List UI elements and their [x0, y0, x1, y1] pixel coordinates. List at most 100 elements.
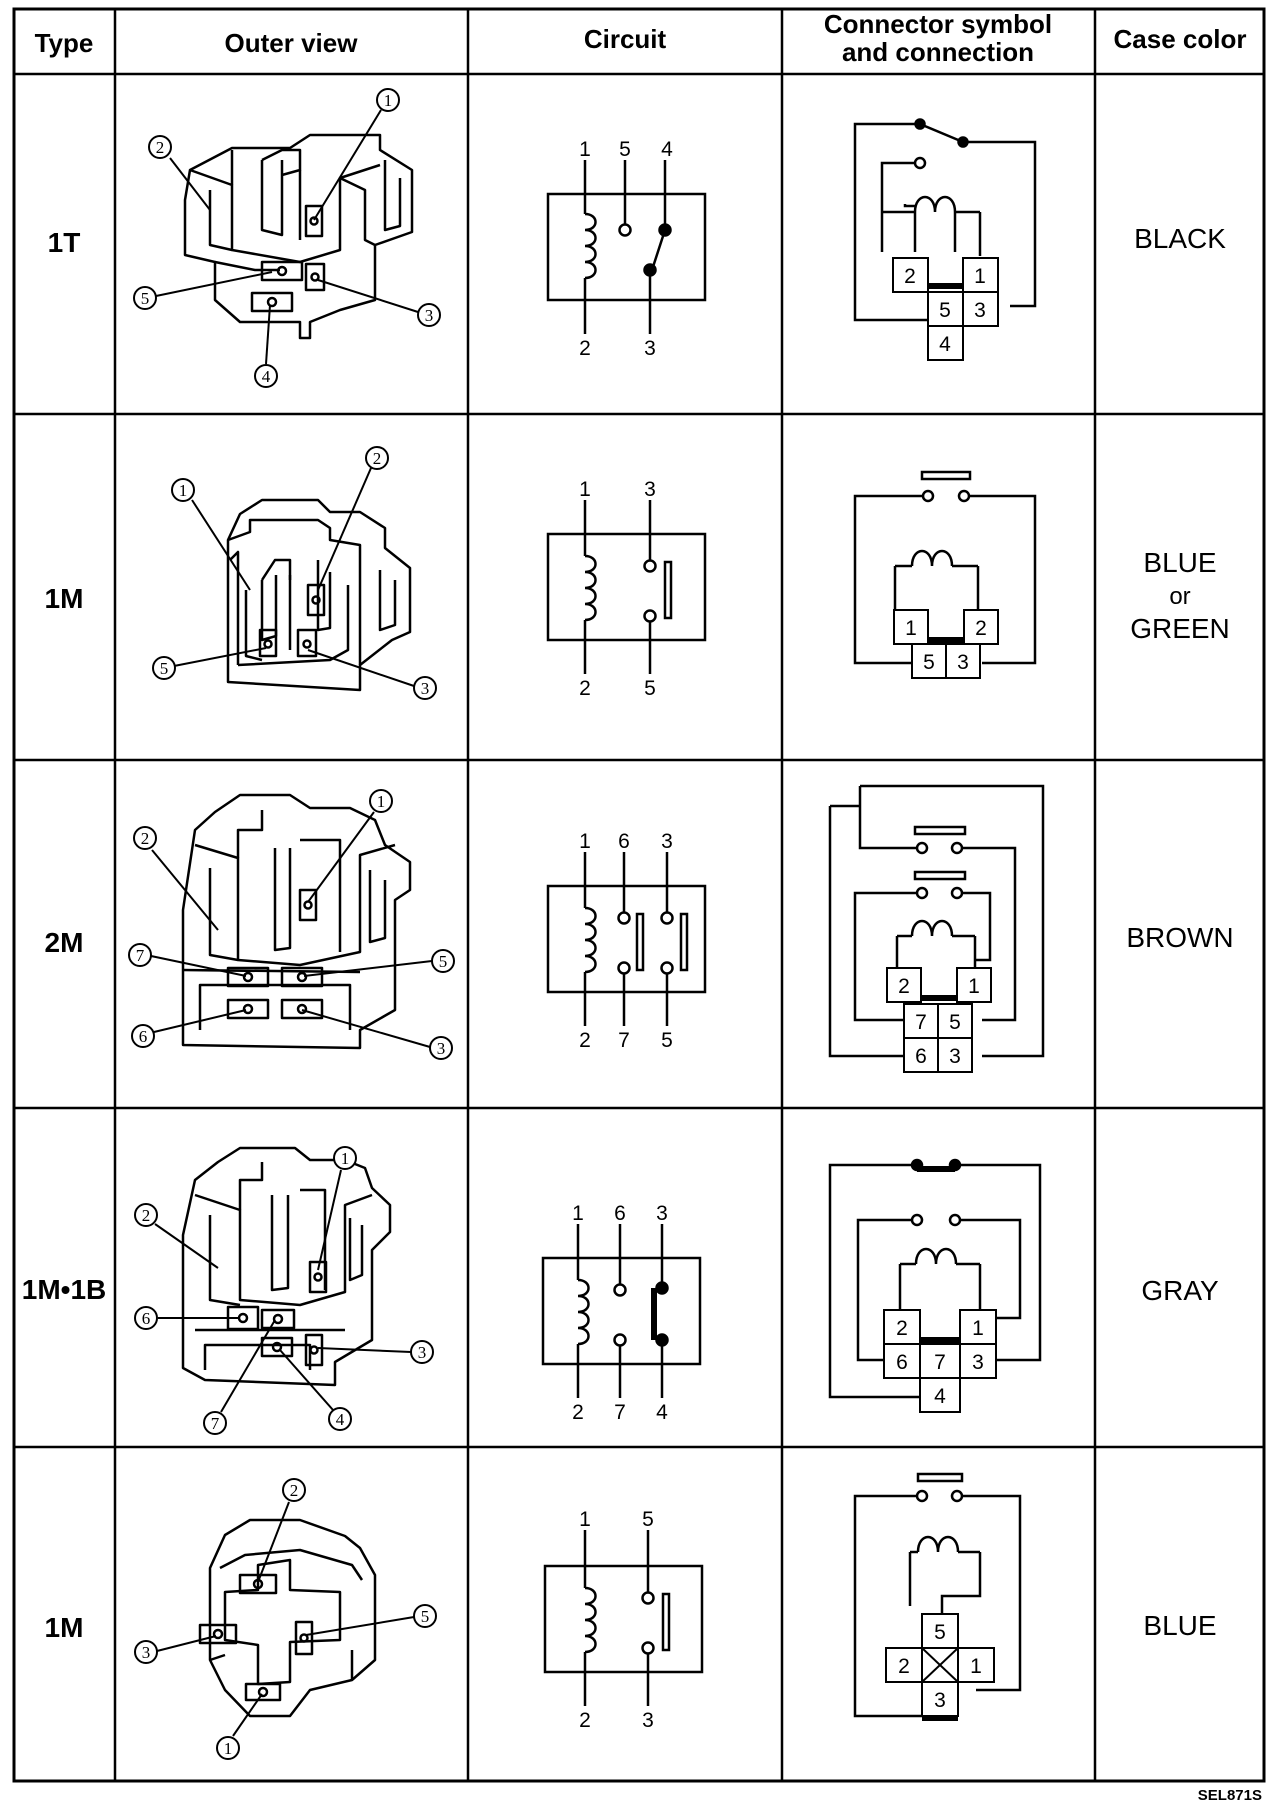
- row-1-circuit: [546, 160, 707, 334]
- row-4-conn-pin-2: 2: [896, 1317, 908, 1340]
- row-4-outer-label-4: 4: [336, 1410, 345, 1429]
- type-column: 1T 1M 2M 1M•1B 1M: [22, 227, 107, 1643]
- row-4-circuit-top-3: 3: [656, 1202, 668, 1225]
- row-1-circuit-labels: 1 5 4 2 3: [579, 138, 673, 360]
- row-1-outer-label-3: 3: [425, 306, 434, 325]
- row-1-conn-pin-4: 4: [939, 333, 951, 356]
- case-color-column: BLACK BLUE or GREEN BROWN GRAY BLUE: [1126, 223, 1233, 1641]
- row-4-outer-label-1: 1: [341, 1149, 350, 1168]
- row-5-circuit-top-5: 5: [642, 1508, 654, 1531]
- row-3-circuit: [546, 852, 707, 1026]
- row-4-outer-label-3: 3: [418, 1343, 427, 1362]
- row-4-connector-pin-labels: 2 1 6 7 3 4: [896, 1317, 984, 1408]
- row-2-type: 1M: [45, 583, 84, 614]
- row-2-conn-pin-3: 3: [957, 651, 969, 674]
- row-2-circuit-bottom-2: 2: [579, 677, 591, 700]
- row-2-connector: [853, 470, 1037, 665]
- row-3-circuit-top-3: 3: [661, 830, 673, 853]
- row-1-outer-label-2: 2: [156, 138, 165, 157]
- row-3-connector: [828, 784, 1045, 1058]
- row-2-outer-view-labels: 2 1 5 3: [152, 446, 437, 700]
- row-3-circuit-bottom-5: 5: [661, 1029, 673, 1052]
- row-1-connector: [853, 118, 1037, 322]
- row-3-conn-pin-3: 3: [949, 1045, 961, 1068]
- row-4-circuit-bottom-7: 7: [614, 1401, 626, 1424]
- row-1-circuit-top-5: 5: [619, 138, 631, 161]
- row-5-circuit-top-1: 1: [579, 1508, 591, 1531]
- row-1-conn-pin-3: 3: [974, 299, 986, 322]
- row-5-outer-label-1: 1: [224, 1739, 233, 1758]
- row-3-circuit-top-1: 1: [579, 830, 591, 853]
- row-4-case-color: GRAY: [1141, 1275, 1219, 1306]
- row-4-conn-pin-7: 7: [934, 1351, 946, 1374]
- row-5-case-color: BLUE: [1143, 1610, 1216, 1641]
- row-4-circuit-labels: 1 6 3 2 7 4: [572, 1202, 668, 1424]
- row-1-circuit-bottom-3: 3: [644, 337, 656, 360]
- row-2-outer-label-5: 5: [160, 659, 169, 678]
- row-4-circuit-top-6: 6: [614, 1202, 626, 1225]
- row-5-conn-pin-5: 5: [934, 1621, 946, 1644]
- row-4-type: 1M•1B: [22, 1274, 107, 1305]
- row-3-outer-label-5: 5: [439, 952, 448, 971]
- row-5-outer-view-labels: 2 5 3 1: [134, 1478, 437, 1760]
- row-4-circuit-bottom-2: 2: [572, 1401, 584, 1424]
- row-5-outer-label-5: 5: [421, 1607, 430, 1626]
- row-2-outer-label-2: 2: [373, 449, 382, 468]
- row-4-outer-view: [181, 1146, 392, 1387]
- figure-code: SEL871S: [1198, 1787, 1262, 1804]
- row-4-conn-pin-4: 4: [934, 1385, 946, 1408]
- row-5-conn-pin-2: 2: [898, 1655, 910, 1678]
- row-1-outer-label-1: 1: [384, 91, 393, 110]
- row-5-circuit-labels: 1 5 2 3: [579, 1508, 654, 1732]
- row-1-outer-view: [183, 133, 414, 340]
- row-4-outer-label-7: 7: [211, 1414, 220, 1433]
- row-3-circuit-labels: 1 6 3 2 7 5: [579, 830, 673, 1052]
- row-5-circuit: [543, 1530, 704, 1706]
- row-2-case-color-line3: GREEN: [1130, 613, 1230, 644]
- row-4-circuit: [541, 1224, 702, 1398]
- table-header: Type Outer view Circuit Connector symbol…: [35, 9, 1247, 67]
- row-1-conn-pin-1: 1: [974, 265, 986, 288]
- row-2-outer-view: [226, 498, 412, 692]
- row-5-outer-label-3: 3: [142, 1643, 151, 1662]
- row-1-conn-pin-5: 5: [939, 299, 951, 322]
- header-type: Type: [35, 28, 94, 58]
- row-5-connector: [853, 1472, 1022, 1718]
- row-3-outer-label-1: 1: [377, 792, 386, 811]
- row-2-outer-label-3: 3: [421, 679, 430, 698]
- row-2-conn-pin-1: 1: [905, 617, 917, 640]
- row-2-circuit-top-1: 1: [579, 478, 591, 501]
- row-2-circuit-labels: 1 3 2 5: [579, 478, 656, 700]
- row-1-type: 1T: [48, 227, 81, 258]
- row-4-outer-label-2: 2: [142, 1206, 151, 1225]
- row-3-circuit-bottom-2: 2: [579, 1029, 591, 1052]
- row-1-connector-pin-labels: 2 1 5 3 4: [904, 265, 986, 356]
- table-grid: [12, 7, 1266, 1783]
- row-4-circuit-bottom-4: 4: [656, 1401, 668, 1424]
- row-1-outer-label-4: 4: [262, 367, 271, 386]
- header-connector-line2: and connection: [842, 37, 1034, 67]
- row-4-conn-pin-1: 1: [972, 1317, 984, 1340]
- row-2-connector-pins: [893, 609, 999, 679]
- row-3-connector-pins: [886, 967, 992, 1073]
- row-4-connector: [828, 1158, 1042, 1399]
- row-1-outer-view-labels: 1 2 5 3 4: [133, 88, 441, 388]
- row-4-circuit-top-1: 1: [572, 1202, 584, 1225]
- row-1-circuit-bottom-2: 2: [579, 337, 591, 360]
- row-3-outer-label-2: 2: [141, 829, 150, 848]
- row-2-conn-pin-2: 2: [975, 617, 987, 640]
- row-3-conn-pin-6: 6: [915, 1045, 927, 1068]
- row-3-outer-label-7: 7: [136, 946, 145, 965]
- row-3-connector-pin-labels: 2 1 7 5 6 3: [898, 975, 980, 1068]
- header-connector-line1: Connector symbol: [824, 9, 1052, 39]
- row-3-outer-view-labels: 1 2 7 5 6 3: [128, 789, 455, 1060]
- row-2-case-color-line2: or: [1169, 583, 1190, 610]
- row-3-conn-pin-7: 7: [915, 1011, 927, 1034]
- row-4-conn-pin-6: 6: [896, 1351, 908, 1374]
- row-1-circuit-top-4: 4: [661, 138, 673, 161]
- row-1-conn-pin-2: 2: [904, 265, 916, 288]
- row-3-outer-label-3: 3: [437, 1039, 446, 1058]
- row-4-conn-pin-3: 3: [972, 1351, 984, 1374]
- row-2-circuit: [546, 500, 707, 674]
- row-3-circuit-top-6: 6: [618, 830, 630, 853]
